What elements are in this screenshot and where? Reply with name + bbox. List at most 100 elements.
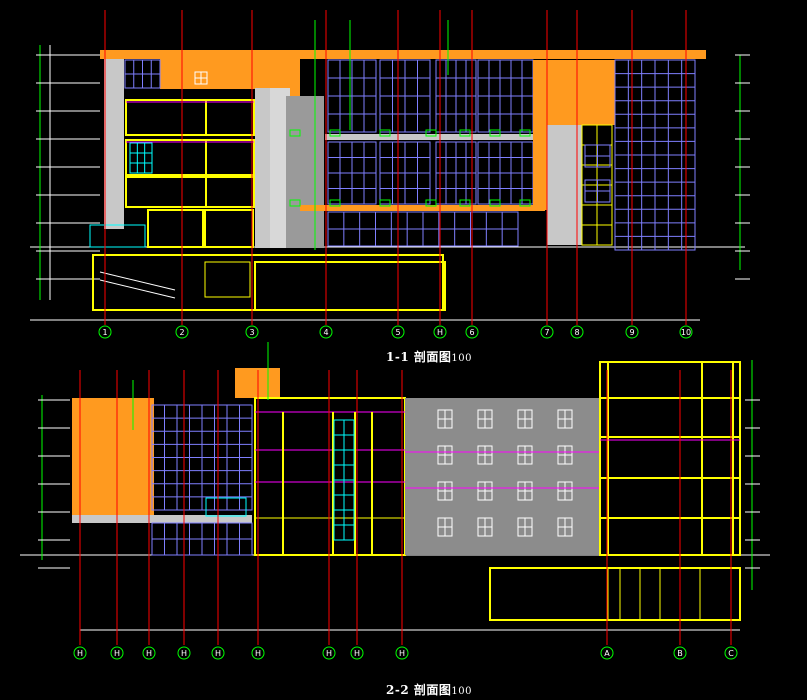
section-2-title-text: 2-2 剖面图 <box>386 683 452 697</box>
s2-axis-bubble-5-circle <box>251 646 265 660</box>
s2-axis-bubble-2: H <box>142 646 156 660</box>
s1-entrance-canopy <box>89 224 146 248</box>
s1-curtain-g <box>435 141 477 205</box>
s1-axis-bubble-4: 5 <box>391 325 405 339</box>
s2-axis-bubble-7-circle <box>350 646 364 660</box>
section-2-scale: 100 <box>451 686 472 697</box>
s1-axis-bubble-3: 4 <box>319 325 333 339</box>
s2-axis-bubble-9-label: A <box>604 649 610 658</box>
s2-axis-bubble-6: H <box>322 646 336 660</box>
s2-axis-bubble-4-label: H <box>215 649 221 658</box>
s2-grey-window-2-2 <box>517 481 533 501</box>
s1-axis-bubble-5-circle <box>433 325 447 339</box>
s1-axis-bubble-3-circle <box>319 325 333 339</box>
s1-curtain-h <box>477 141 534 205</box>
s1-axis-bubble-1-circle <box>175 325 189 339</box>
s2-grey-window-0-2 <box>517 409 533 429</box>
s2-axis-bubble-9-circle <box>600 646 614 660</box>
s1-core-wall-light <box>270 88 290 248</box>
s1-right-curtain <box>614 59 696 251</box>
s2-podium-glazing <box>151 522 253 556</box>
s2-axis-bubble-1-circle <box>110 646 124 660</box>
s1-axis-bubble-4-label: 5 <box>395 328 400 337</box>
s2-core-glazing <box>333 419 355 541</box>
s1-room-side-a <box>205 99 255 136</box>
s1-room-1 <box>125 139 207 176</box>
s2-axis-bubble-6-circle <box>322 646 336 660</box>
s1-vent-5 <box>489 129 501 137</box>
s2-axis-bubble-7-label: H <box>354 649 360 658</box>
s1-axis-bubble-9: 9 <box>625 325 639 339</box>
s2-axis-bubble-11-label: C <box>728 649 734 658</box>
s1-stair-win-2 <box>584 179 611 203</box>
s1-axis-bubble-7-label: 7 <box>544 328 549 337</box>
s1-podium-slab <box>300 205 545 211</box>
s2-axis-bubble-0-circle <box>73 646 87 660</box>
s1-top-window-left <box>124 59 161 89</box>
s2-grey-window-3-2 <box>517 517 533 537</box>
s2-basement <box>489 567 741 621</box>
s1-vent-6 <box>519 129 531 137</box>
s2-grey-window-3-3 <box>557 517 573 537</box>
s2-axis-bubble-9: A <box>600 646 614 660</box>
s1-basement-right <box>254 261 446 311</box>
s1-roof-slab <box>100 50 706 59</box>
s1-vent-1 <box>329 129 341 137</box>
s2-grey-window-1-1 <box>477 445 493 465</box>
s2-axis-bubble-0-label: H <box>77 649 83 658</box>
s1-room-glazing <box>129 142 153 174</box>
s1-vent-13 <box>519 199 531 207</box>
s2-orange-block <box>72 398 154 520</box>
s2-axis-bubble-8-label: H <box>399 649 405 658</box>
s1-ramp-2 <box>99 279 176 299</box>
s1-ramp <box>99 271 176 291</box>
s1-room-0 <box>125 99 207 136</box>
s2-axis-bubble-5-label: H <box>255 649 261 658</box>
s1-axis-bubble-6-circle <box>465 325 479 339</box>
s1-core-grey <box>286 96 324 248</box>
s1-axis-bubble-3-label: 4 <box>323 328 328 337</box>
s1-orange-column <box>290 70 300 110</box>
section-2-title: 2-2 剖面图100 <box>386 681 472 698</box>
s1-stair-win-1 <box>584 144 611 168</box>
s1-vent-9 <box>379 199 391 207</box>
s2-grey-window-0-0 <box>437 409 453 429</box>
s1-curtain-d <box>477 59 534 133</box>
s1-curtain-e <box>327 141 377 205</box>
s1-axis-bubble-4-circle <box>391 325 405 339</box>
s2-grey-window-1-3 <box>557 445 573 465</box>
s2-axis-bubble-3: H <box>177 646 191 660</box>
s1-small-window <box>194 71 208 85</box>
s2-axis-bubble-11-circle <box>724 646 738 660</box>
s1-axis-bubble-9-label: 9 <box>629 328 634 337</box>
s1-room-2 <box>125 176 207 208</box>
s2-axis-bubble-2-label: H <box>146 649 152 658</box>
s1-axis-bubble-10-label: 10 <box>681 328 691 337</box>
s1-lobby-2 <box>204 209 254 248</box>
s1-axis-bubble-10: 10 <box>679 325 693 339</box>
s1-basement-room <box>204 261 251 298</box>
s2-axis-bubble-3-circle <box>177 646 191 660</box>
s2-axis-bubble-10: B <box>673 646 687 660</box>
s1-axis-bubble-2: 3 <box>245 325 259 339</box>
s2-axis-bubble-7: H <box>350 646 364 660</box>
s2-axis-bubble-3-label: H <box>181 649 187 658</box>
s2-axis-bubble-11: C <box>724 646 738 660</box>
s1-axis-bubble-8-label: 8 <box>574 328 579 337</box>
s1-curtain-a <box>327 59 377 133</box>
s1-vent-10 <box>425 199 437 207</box>
s2-axis-bubble-8-circle <box>395 646 409 660</box>
s1-right-orange-column <box>533 60 547 210</box>
s1-axis-bubble-1: 2 <box>175 325 189 339</box>
s2-podium-slab <box>72 515 252 523</box>
s1-axis-bubble-7-circle <box>540 325 554 339</box>
s1-stair-tower <box>547 125 582 245</box>
s1-vent-3 <box>425 129 437 137</box>
s1-curtain-c <box>435 59 477 133</box>
s1-curtain-b <box>379 59 431 133</box>
s2-axis-bubble-0: H <box>73 646 87 660</box>
s1-vent-4 <box>459 129 471 137</box>
s1-room-side-c <box>205 176 255 208</box>
s2-stair <box>205 497 247 517</box>
